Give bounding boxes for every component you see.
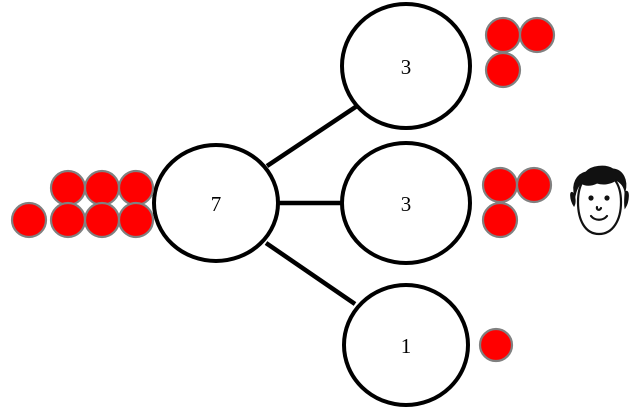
part-node-top-label: 3 [401,55,412,79]
part-node-top-circle [340,2,472,130]
counter-token[interactable] [49,201,87,239]
whole-node-circle [152,143,280,263]
counter-group-part-top [484,16,556,89]
smile-shape [589,214,609,221]
hair-curl-left [570,192,576,207]
counter-token[interactable] [515,166,553,204]
bond-links [264,104,359,306]
whole-node[interactable]: 7 [152,143,280,263]
counter-group-part-bottom [478,327,514,363]
part-node-middle-label: 3 [401,192,412,216]
link-whole-to-top [265,104,359,168]
counter-token[interactable] [83,169,121,207]
link-whole-to-bottom [264,241,357,306]
counter-token[interactable] [117,201,155,239]
counter-token[interactable] [10,201,48,239]
counter-token[interactable] [478,327,514,363]
right-eye-icon [604,195,610,201]
counters-layer [10,16,556,363]
nose-shape [595,205,603,211]
hair-shape [573,165,627,198]
counter-token[interactable] [83,201,121,239]
hair-curl-right [624,190,629,210]
counter-token[interactable] [49,169,87,207]
counter-token[interactable] [481,166,519,204]
counter-token[interactable] [481,201,519,239]
part-node-top[interactable]: 3 [340,2,472,130]
counter-group-whole [10,169,155,239]
counter-token[interactable] [518,16,556,54]
left-eye-icon [588,195,594,201]
whole-node-label: 7 [211,192,222,216]
child-face-illustration [570,165,629,236]
counter-token[interactable] [484,51,522,89]
part-node-middle-circle [340,141,472,265]
counter-token[interactable] [484,16,522,54]
part-node-bottom-label: 1 [401,334,412,358]
part-node-middle[interactable]: 3 [340,141,472,265]
part-node-bottom[interactable]: 1 [342,283,470,407]
counter-token[interactable] [117,169,155,207]
counter-group-part-middle [481,166,553,239]
part-node-bottom-circle [342,283,470,407]
